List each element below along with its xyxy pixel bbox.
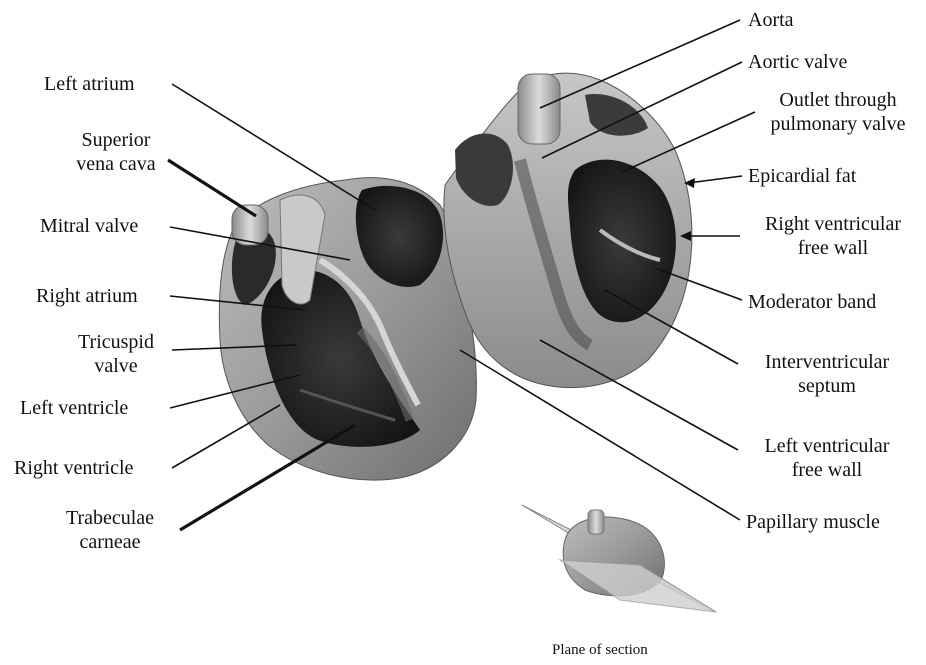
label-aorta: Aorta xyxy=(748,8,794,32)
label-outlet-line2: pulmonary valve xyxy=(758,112,918,136)
label-lv-free-wall-line2: free wall xyxy=(742,458,912,482)
label-right-atrium: Right atrium xyxy=(36,284,138,308)
label-iv-septum-line1: Interventricular xyxy=(742,350,912,374)
label-rv-free-wall: Right ventricular free wall xyxy=(744,212,922,260)
label-epicardial-fat: Epicardial fat xyxy=(748,164,856,188)
label-trabeculae-carneae: Trabeculae carneae xyxy=(40,506,180,554)
leader-aorta xyxy=(540,20,740,108)
leader-left-atrium xyxy=(172,84,375,210)
label-lv-free-wall-line1: Left ventricular xyxy=(742,434,912,458)
label-svc-line1: Superior xyxy=(56,128,176,152)
label-svc-line2: vena cava xyxy=(56,152,176,176)
label-rv-free-wall-line1: Right ventricular xyxy=(744,212,922,236)
heart-left-half xyxy=(219,178,476,480)
label-trabeculae-line1: Trabeculae xyxy=(40,506,180,530)
label-papillary-muscle: Papillary muscle xyxy=(746,510,880,534)
heart-right-half xyxy=(444,73,692,387)
label-mitral-valve: Mitral valve xyxy=(40,214,138,238)
label-trabeculae-line2: carneae xyxy=(40,530,180,554)
leader-epicardial-fat xyxy=(688,176,742,183)
label-rv-free-wall-line2: free wall xyxy=(744,236,922,260)
label-aortic-valve: Aortic valve xyxy=(748,50,847,74)
label-plane-of-section: Plane of section xyxy=(552,638,648,662)
label-tricuspid-line1: Tricuspid xyxy=(56,330,176,354)
label-moderator-band: Moderator band xyxy=(748,290,876,314)
label-left-ventricle: Left ventricle xyxy=(20,396,128,420)
label-iv-septum-line2: septum xyxy=(742,374,912,398)
label-tricuspid-valve: Tricuspid valve xyxy=(56,330,176,378)
leader-svc xyxy=(168,160,256,216)
label-left-atrium: Left atrium xyxy=(44,72,135,96)
label-superior-vena-cava: Superior vena cava xyxy=(56,128,176,176)
label-right-ventricle: Right ventricle xyxy=(14,456,133,480)
label-outlet-line1: Outlet through xyxy=(758,88,918,112)
label-lv-free-wall: Left ventricular free wall xyxy=(742,434,912,482)
label-tricuspid-line2: valve xyxy=(56,354,176,378)
plane-of-section-thumbnail xyxy=(522,505,716,612)
label-interventricular-septum: Interventricular septum xyxy=(742,350,912,398)
label-outlet-pulmonary-valve: Outlet through pulmonary valve xyxy=(758,88,918,136)
